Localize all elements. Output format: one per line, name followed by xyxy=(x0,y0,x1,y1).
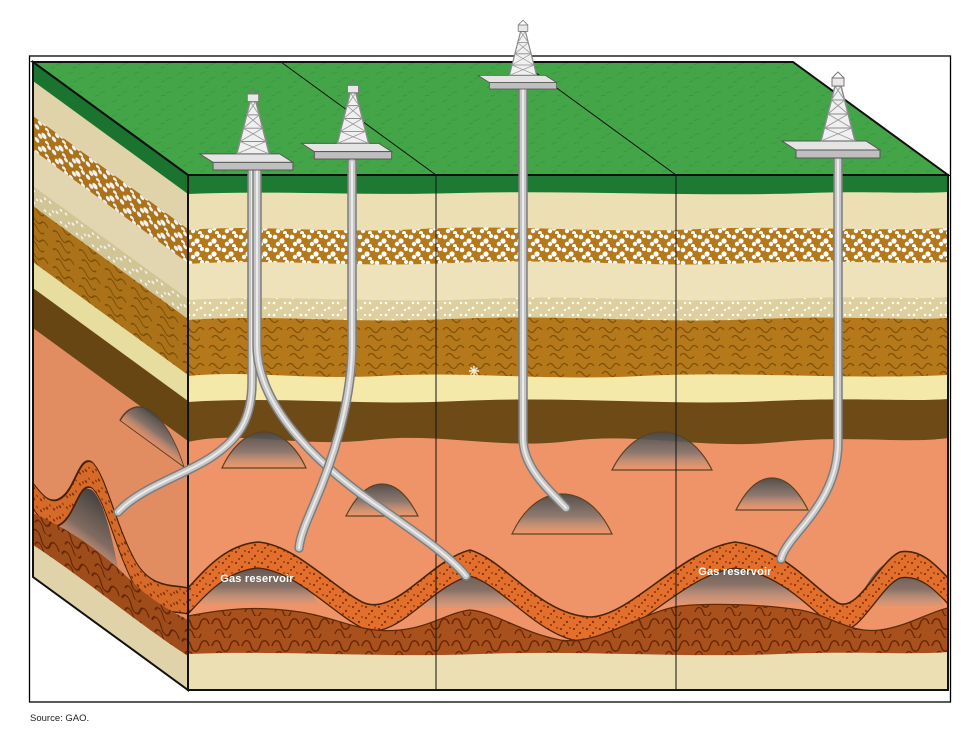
layer-cream2-left xyxy=(33,147,188,302)
left-face-shading xyxy=(33,62,188,690)
derrick-icon-3 xyxy=(477,19,558,90)
layer-pale-left-texture xyxy=(33,183,188,322)
layer-topsoil-left xyxy=(33,78,188,232)
gas-pocket-3 xyxy=(511,493,613,535)
gas-pocket-left xyxy=(119,406,185,469)
layer-caprock-left-texture xyxy=(33,461,188,615)
layer-brown-texture xyxy=(188,317,948,378)
caprock-topline xyxy=(188,541,948,618)
gas-pocket-1 xyxy=(221,431,307,469)
well-pipe-4 xyxy=(776,155,843,564)
well-pipe-2 xyxy=(294,157,357,553)
sparkle-icon xyxy=(469,366,479,376)
gas-pocket-4 xyxy=(611,431,713,471)
layer-basal-cream xyxy=(188,652,948,690)
front-face-division-lines xyxy=(435,175,677,690)
gas-reservoir-label-left: Gas reservoir xyxy=(220,573,294,585)
well-pipe-1-right xyxy=(252,165,471,581)
well-pipe-1-left xyxy=(113,165,257,517)
layer-pebble-texture xyxy=(188,227,948,266)
source-note: Source: GAO. xyxy=(30,713,89,724)
layer-darkbrown-left xyxy=(33,285,188,444)
layer-pale-texture xyxy=(188,297,948,322)
gas-reservoir-label-right: Gas reservoir xyxy=(698,566,772,578)
front-face-outline xyxy=(187,174,949,691)
well-pipes xyxy=(113,85,843,581)
layer-pebble-left-texture xyxy=(33,113,188,266)
redbrown-topline xyxy=(188,603,948,642)
front-face xyxy=(188,175,948,690)
layer-redbrown-texture xyxy=(188,604,948,660)
gas-pocket-5 xyxy=(735,477,809,511)
caprock-left-topline xyxy=(33,460,188,589)
well-pipe-3 xyxy=(518,85,571,513)
layer-brown-left-texture xyxy=(33,203,188,378)
layer-yellow-left xyxy=(33,259,188,404)
layer-caprock-texture xyxy=(188,542,948,643)
layer-turf-edge-left xyxy=(33,62,188,197)
